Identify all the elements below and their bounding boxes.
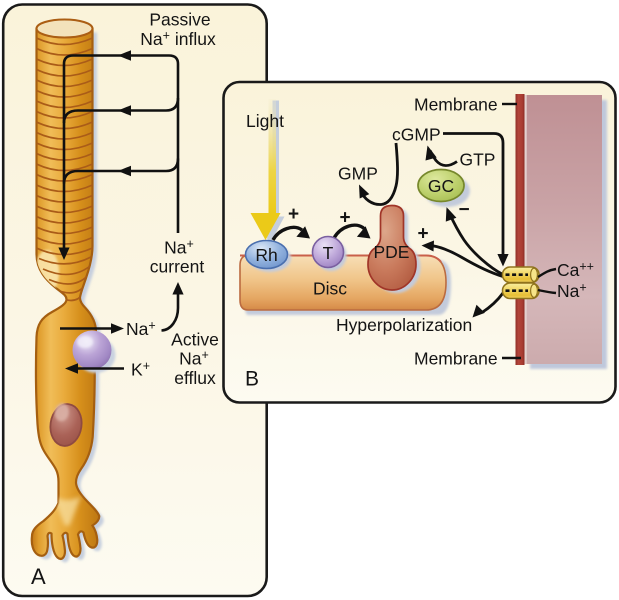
svg-text:current: current — [150, 257, 205, 277]
svg-text:Na+: Na+ — [179, 348, 209, 369]
svg-text:+: + — [288, 204, 299, 225]
svg-text:GC: GC — [428, 176, 454, 196]
svg-text:PDE: PDE — [374, 242, 410, 262]
svg-text:cGMP: cGMP — [392, 125, 441, 145]
svg-text:Na+ influx: Na+ influx — [140, 29, 216, 50]
svg-text:Light: Light — [246, 111, 284, 131]
svg-text:Passive: Passive — [149, 10, 210, 30]
svg-text:Disc: Disc — [313, 279, 347, 299]
svg-text:Active: Active — [171, 330, 219, 350]
svg-text:GTP: GTP — [460, 150, 496, 170]
svg-text:Na+: Na+ — [557, 281, 587, 302]
svg-text:Na+: Na+ — [164, 237, 194, 258]
svg-text:−: − — [458, 200, 469, 221]
svg-text:A: A — [31, 564, 46, 589]
svg-text:+: + — [339, 208, 350, 229]
svg-text:Membrane: Membrane — [414, 95, 498, 115]
svg-text:+: + — [417, 224, 428, 245]
svg-text:T: T — [323, 243, 334, 263]
svg-text:GMP: GMP — [338, 164, 378, 184]
svg-text:Rh: Rh — [255, 245, 277, 265]
svg-text:Hyperpolarization: Hyperpolarization — [336, 315, 472, 335]
svg-text:B: B — [245, 368, 259, 391]
svg-text:Na+: Na+ — [126, 319, 156, 340]
svg-text:Membrane: Membrane — [414, 349, 498, 369]
svg-text:efflux: efflux — [174, 368, 216, 388]
